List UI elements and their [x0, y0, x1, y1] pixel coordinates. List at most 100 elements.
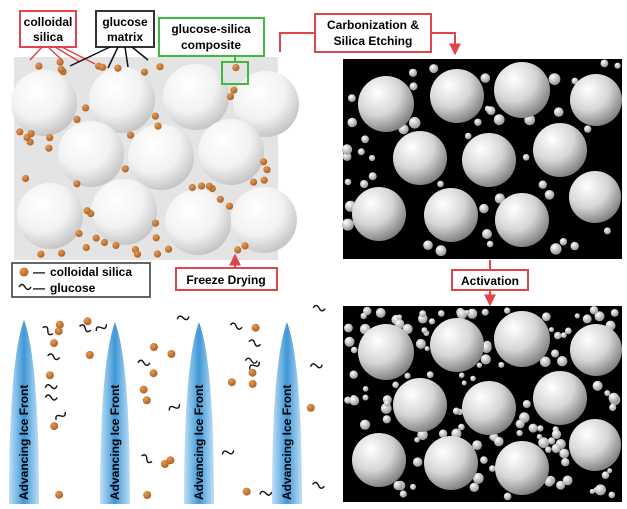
freeze-silica-particles [45, 317, 315, 499]
composite-pore [17, 183, 83, 249]
silica-particle [188, 183, 196, 192]
glucose-molecule [312, 304, 326, 312]
glucose-molecule [309, 363, 323, 369]
silica-particle [45, 144, 53, 152]
small-pore [556, 480, 566, 490]
silica-particle [154, 122, 162, 130]
small-pore [467, 308, 478, 319]
label-activation-text: Activation [461, 274, 519, 288]
small-pore [421, 327, 428, 334]
small-pore [479, 203, 489, 214]
small-pore [561, 458, 570, 467]
small-pore [458, 423, 465, 431]
label-composite-line1: glucose-silica [171, 22, 251, 36]
silica-particle [57, 65, 65, 73]
ice-front-label: Advancing Ice Front [280, 385, 294, 500]
glucose-molecule [248, 361, 260, 370]
small-pore [548, 437, 556, 445]
ice-front-label: Advancing Ice Front [108, 385, 122, 500]
small-pore [609, 403, 617, 411]
silica-particle [250, 178, 258, 186]
silica-particle [55, 490, 64, 499]
label-glucose-matrix-line1: glucose [102, 15, 148, 29]
small-pore [470, 375, 476, 382]
silica-particle [241, 242, 249, 250]
glucose-molecule [79, 324, 92, 333]
silica-particle [225, 202, 234, 210]
small-pore [589, 306, 599, 315]
activated-macropores [352, 311, 622, 495]
glucose-molecule [55, 411, 66, 421]
ice-front-label: Advancing Ice Front [17, 385, 31, 500]
ice-front: Advancing Ice Front [100, 322, 130, 504]
glucose-molecule [44, 394, 58, 401]
silica-particle [50, 339, 58, 348]
silica-particle [227, 378, 236, 387]
small-pore [481, 308, 489, 316]
small-pore [559, 448, 570, 459]
small-pore [486, 106, 496, 115]
composite-pores [11, 64, 299, 255]
small-pore [438, 310, 445, 317]
small-pore [544, 190, 555, 200]
small-pore [458, 372, 465, 379]
label-freeze-drying-text: Freeze Drying [186, 273, 265, 287]
small-pore [399, 490, 407, 498]
glucose-molecule [229, 322, 243, 330]
small-pore [362, 386, 369, 392]
silica-particle [230, 86, 238, 94]
small-pore [493, 114, 505, 126]
large-pore [430, 69, 484, 123]
silica-particle [149, 369, 158, 378]
small-pore [482, 229, 492, 239]
small-pore [357, 148, 365, 156]
ice-front-shape [184, 322, 214, 504]
small-pore [344, 323, 353, 333]
silica-particle [85, 350, 94, 359]
glucose-molecule [95, 324, 107, 332]
composite-pore [58, 121, 124, 187]
silica-particle [205, 182, 213, 190]
small-pore [359, 419, 371, 430]
large-pore [424, 188, 478, 242]
small-pore [383, 400, 391, 407]
large-pore [533, 371, 587, 425]
small-pore [557, 356, 568, 367]
small-pore [417, 429, 428, 441]
large-pore [495, 441, 549, 495]
glucose-molecule [168, 404, 181, 411]
small-pore [469, 482, 479, 492]
silica-particle [142, 396, 151, 405]
glucose-molecule [176, 315, 190, 321]
small-pore [494, 436, 504, 447]
small-pore [494, 193, 505, 204]
small-pore [341, 218, 354, 231]
small-pore [472, 472, 484, 484]
silica-particle [23, 133, 31, 142]
small-pore [595, 484, 606, 496]
small-pore [392, 381, 399, 389]
small-pore [560, 332, 567, 339]
small-pore [516, 430, 523, 437]
silica-particle [121, 165, 129, 173]
label-composite: glucose-silica composite [158, 17, 265, 57]
glucose-molecule [221, 450, 235, 455]
label-glucose-matrix: glucose matrix [95, 10, 155, 48]
composite-pore [231, 187, 297, 253]
small-pore [435, 245, 447, 257]
small-pore [550, 243, 562, 255]
small-pore [360, 312, 367, 320]
small-pore [452, 407, 460, 415]
silica-particle [112, 241, 120, 250]
silica-particle [151, 112, 159, 120]
small-pore [603, 227, 611, 235]
small-pore [426, 371, 434, 379]
small-pore [559, 238, 568, 246]
silica-particle [167, 349, 176, 358]
glucose-matrix-pointers [69, 46, 149, 69]
small-pore [344, 336, 355, 347]
small-pore [549, 327, 554, 333]
small-pore [607, 468, 613, 474]
